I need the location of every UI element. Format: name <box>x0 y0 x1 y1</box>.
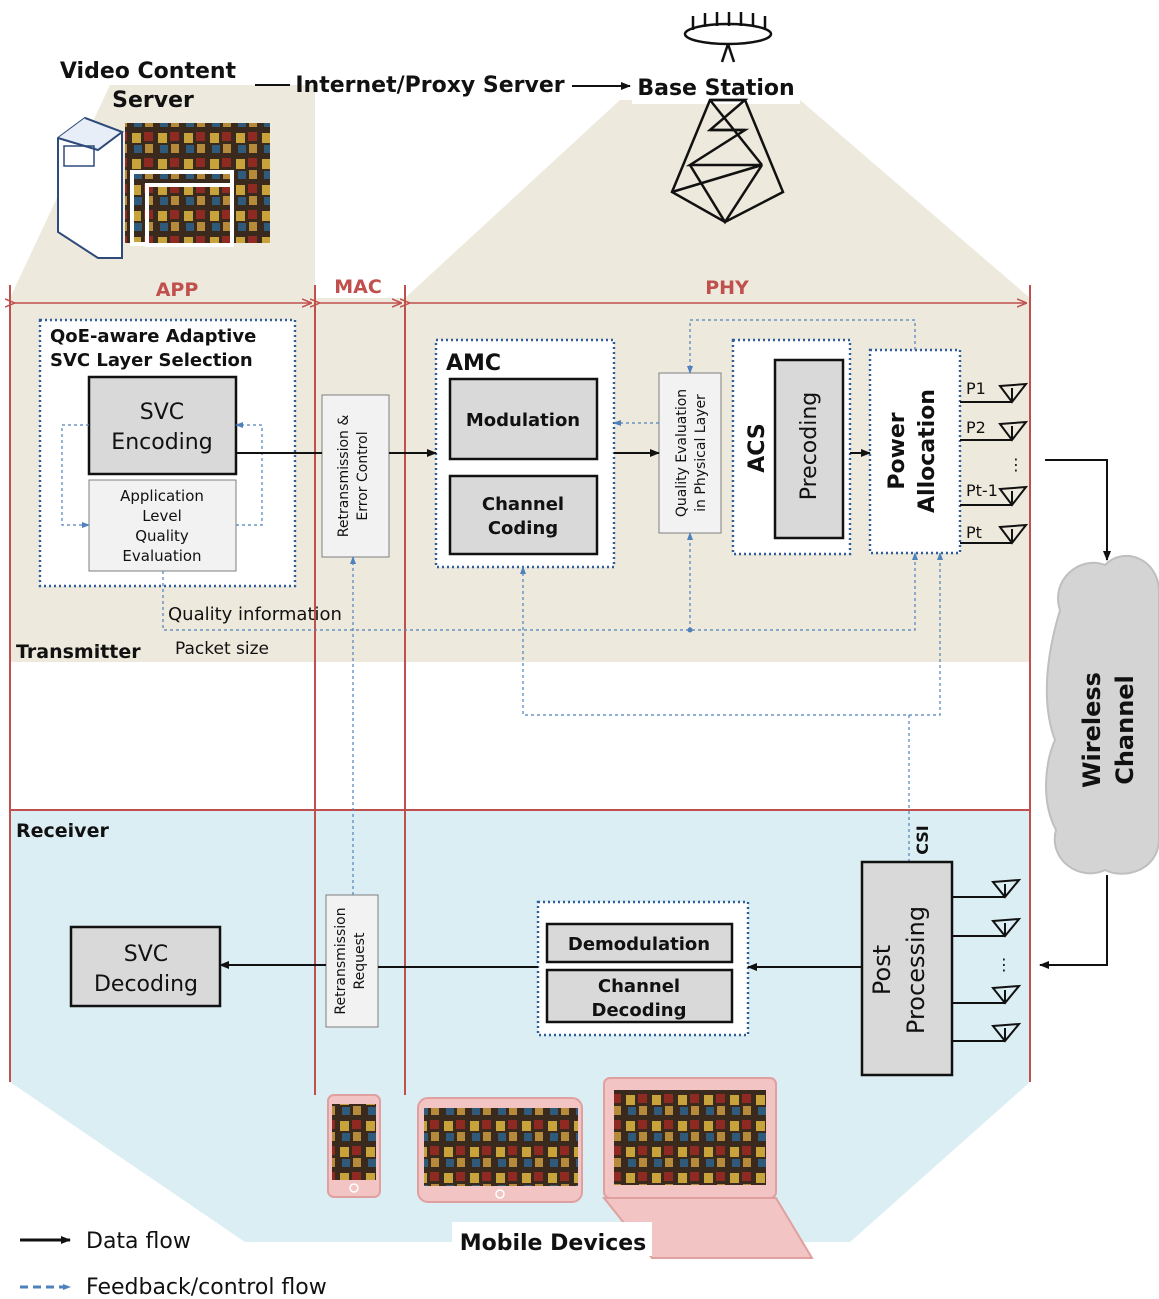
retransmission-error-control-block <box>321 394 390 558</box>
power-allocation-box <box>868 348 962 555</box>
antenna-pt-label: Pt <box>966 523 982 542</box>
smartphone-icon <box>327 1094 381 1198</box>
antenna-p1-label: P1 <box>966 379 986 398</box>
retransmission-request-block <box>325 894 379 1028</box>
quality-information-label: Quality information <box>168 604 342 625</box>
post-processing-block <box>860 860 954 1077</box>
retx-request-label-2: Request <box>352 932 368 989</box>
transmitter-label: Transmitter <box>16 641 141 663</box>
qoe-title-1: QoE-aware Adaptive <box>50 326 256 347</box>
tablet-icon <box>417 1097 583 1203</box>
svc-decoding-label-1: SVC <box>124 942 168 967</box>
base-station-icon <box>670 12 785 225</box>
rx-antennas <box>952 878 1022 1043</box>
video-server-label-1: Video Content <box>60 59 237 84</box>
precoding-block <box>773 358 845 540</box>
receiver-label: Receiver <box>16 820 109 842</box>
modulation-block <box>448 377 599 461</box>
layer-phy-label: PHY <box>705 277 749 299</box>
rx-antenna-ellipsis: ⋮ <box>996 955 1012 974</box>
channel-coding-block <box>448 474 599 556</box>
server-icon <box>57 116 125 259</box>
post-processing-label-2: Processing <box>902 906 930 1034</box>
base-station-label: Base Station <box>637 76 794 101</box>
app-quality-label-4: Evaluation <box>122 547 201 565</box>
wireless-label-1: Wireless <box>1078 672 1106 788</box>
channel-decoding-label-1: Channel <box>598 976 680 997</box>
svc-encoding-label-1: SVC <box>140 400 184 425</box>
power-allocation-label-1: Power <box>885 412 910 489</box>
tx-antennas <box>960 382 1029 545</box>
retransmission-label-2: Error Control <box>355 431 371 520</box>
post-processing-label-1: Post <box>868 945 896 995</box>
video-server-label-2: Server <box>112 88 194 113</box>
channel-coding-label-2: Coding <box>488 518 558 539</box>
svc-encoding-block <box>87 375 238 476</box>
power-allocation-label-2: Allocation <box>915 389 940 513</box>
retransmission-label-1: Retransmission & <box>336 415 352 538</box>
wireless-channel-cloud <box>1045 554 1159 875</box>
legend-feedback-flow-label: Feedback/control flow <box>86 1275 327 1299</box>
channel-coding-label-1: Channel <box>482 494 564 515</box>
precoding-label: Precoding <box>797 392 822 501</box>
layer-mac-label: MAC <box>334 276 382 298</box>
quality-phy-label-2: in Physical Layer <box>693 394 709 512</box>
antenna-pt-1-label: Pt-1 <box>966 481 998 500</box>
internet-proxy-label: Internet/Proxy Server <box>295 73 564 98</box>
retx-request-label-1: Retransmission <box>333 907 349 1014</box>
modulation-label: Modulation <box>466 410 580 431</box>
layer-app-label: APP <box>156 279 199 301</box>
amc-label: AMC <box>446 351 501 376</box>
app-quality-label-1: Application <box>120 487 204 505</box>
legend-data-flow-label: Data flow <box>86 1229 191 1254</box>
channel-decoding-block <box>545 968 734 1024</box>
video-frames-icon <box>125 123 270 247</box>
packet-size-label: Packet size <box>175 639 269 659</box>
app-quality-label-2: Level <box>142 507 182 525</box>
channel-decoding-label-2: Decoding <box>592 1000 687 1021</box>
tower-backdrop <box>405 100 1030 298</box>
svc-encoding-label-2: Encoding <box>111 430 212 455</box>
laptop-icon <box>601 1077 814 1259</box>
antenna-p2-label: P2 <box>966 418 986 437</box>
qoe-title-2: SVC Layer Selection <box>50 350 253 371</box>
svc-decoding-label-2: Decoding <box>94 972 198 997</box>
mobile-devices-label: Mobile Devices <box>460 1231 647 1256</box>
demodulation-label: Demodulation <box>568 934 710 955</box>
csi-label: CSI <box>913 825 932 855</box>
acs-label: ACS <box>745 423 770 472</box>
quality-phy-label-1: Quality Evaluation <box>674 389 690 517</box>
demodulation-block <box>545 922 734 964</box>
wireless-label-2: Channel <box>1111 675 1139 785</box>
antenna-ellipsis: ⋮ <box>1008 455 1024 474</box>
quality-evaluation-phy-block <box>658 372 722 534</box>
app-quality-label-3: Quality <box>135 527 189 545</box>
